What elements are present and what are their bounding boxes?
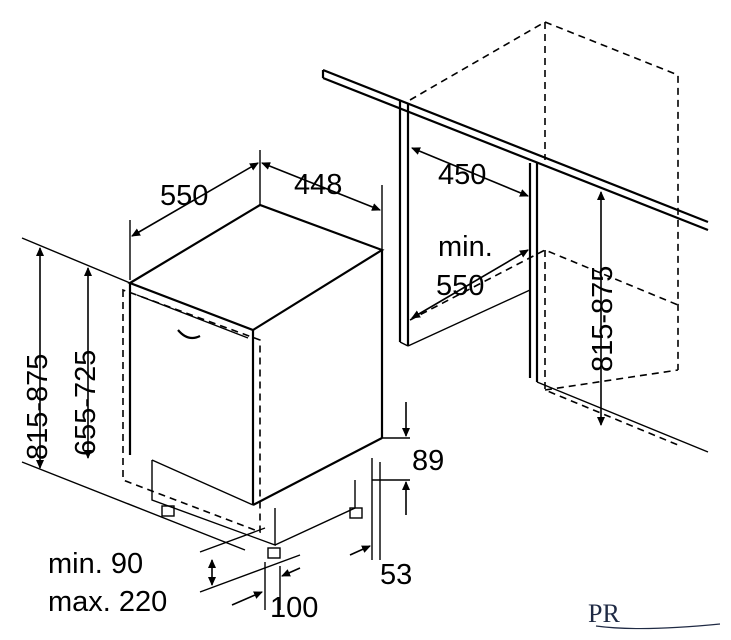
foot-right bbox=[349, 507, 363, 519]
foot-front bbox=[267, 547, 281, 559]
label-min: min. bbox=[438, 231, 493, 263]
label-height-815-875: 815-875 bbox=[22, 354, 54, 460]
label-toe-100: 100 bbox=[270, 592, 318, 624]
label-width-448: 448 bbox=[294, 169, 342, 201]
label-offset-53: 53 bbox=[380, 559, 412, 591]
dishwasher-body bbox=[122, 203, 385, 559]
label-plinth-89: 89 bbox=[412, 445, 444, 477]
brand-logo: PR bbox=[588, 599, 721, 630]
label-toe-min: min. 90 bbox=[48, 548, 143, 580]
dimension-lines bbox=[21, 147, 605, 610]
door-handle bbox=[177, 329, 201, 340]
label-depth-550: 550 bbox=[160, 180, 208, 212]
label-min-550: 550 bbox=[436, 270, 484, 302]
logo-text: PR bbox=[588, 599, 620, 628]
foot-left bbox=[161, 505, 175, 517]
label-toe-max: max. 220 bbox=[48, 586, 167, 618]
label-niche-height-815-875: 815-875 bbox=[587, 266, 619, 372]
label-panel-655-725: 655-725 bbox=[70, 350, 102, 456]
label-niche-450: 450 bbox=[438, 159, 486, 191]
kitchen-niche bbox=[321, 21, 709, 453]
